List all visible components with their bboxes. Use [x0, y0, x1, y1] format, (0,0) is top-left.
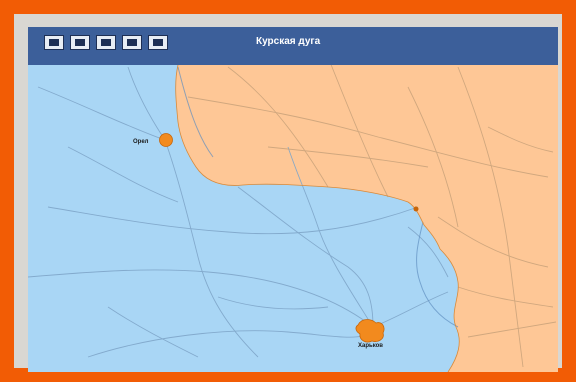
city-orel[interactable]: Орел: [133, 133, 173, 147]
front-line: [175, 64, 460, 372]
city-label-orel: Орел: [133, 139, 149, 145]
toolbar-icon-3: [101, 39, 111, 46]
top-banner: Курская дуга: [28, 27, 558, 65]
banner-title: Курская дуга: [256, 33, 323, 47]
toolbar-icon-1: [49, 39, 59, 46]
road-network: [28, 66, 449, 358]
toolbar-button-4[interactable]: [122, 35, 142, 50]
city-marker[interactable]: [159, 133, 173, 147]
map-canvas[interactable]: Орел Харьков: [28, 27, 558, 372]
toolbar-button-5[interactable]: [148, 35, 168, 50]
toolbar-button-1[interactable]: [44, 35, 64, 50]
city-label-kharkov: Харьков: [358, 343, 383, 349]
toolbar-icon-5: [153, 39, 163, 46]
toolbar-button-3[interactable]: [96, 35, 116, 50]
map-title: Курская дуга: [256, 36, 321, 47]
toolbar-button-2[interactable]: [70, 35, 90, 50]
toolbar-icon-4: [127, 39, 137, 46]
city-marker[interactable]: [355, 319, 385, 343]
city-kharkov[interactable]: Харьков: [355, 319, 385, 350]
front-marker: [413, 206, 419, 212]
toolbar-icon-2: [75, 39, 85, 46]
map-viewport[interactable]: Орел Харьков Курская: [28, 27, 558, 372]
road-network-german: [187, 56, 557, 368]
german-territory: [175, 27, 558, 372]
river-lines: [177, 66, 459, 328]
